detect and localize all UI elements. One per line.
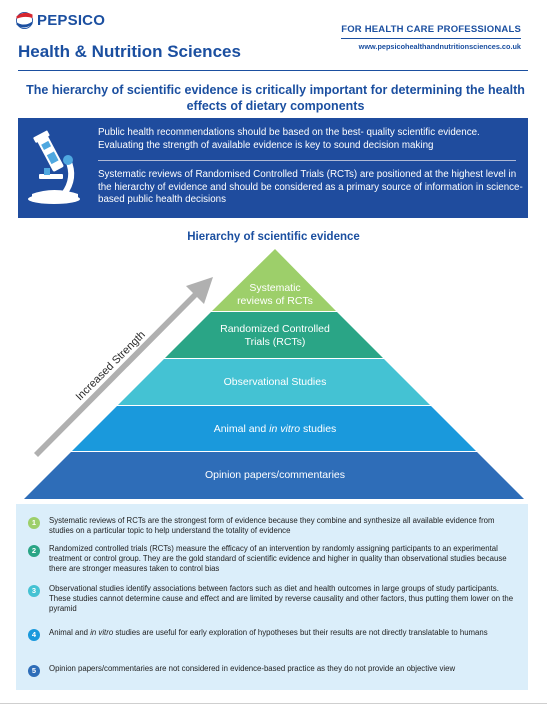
hcp-url-link[interactable]: www.pepsicohealthandnutritionsciences.co… <box>358 42 521 51</box>
legend-number-badge: 2 <box>28 545 40 557</box>
info-divider <box>98 160 516 161</box>
level-observational <box>118 359 430 405</box>
legend-text: Randomized controlled trials (RCTs) meas… <box>49 544 507 574</box>
legend-number-badge: 5 <box>28 665 40 677</box>
level-5-label: Opinion papers/commentaries <box>205 469 345 481</box>
header-divider <box>18 70 528 71</box>
page-subtitle: Health & Nutrition Sciences <box>18 42 241 61</box>
chart-title: Hierarchy of scientific evidence <box>187 231 360 243</box>
level-2-label-line1: Randomized Controlled <box>220 323 330 335</box>
brand-logo: PEPSICO <box>16 12 105 29</box>
level-1-label-line2: reviews of RCTs <box>237 295 313 307</box>
legend-text: Observational studies identify associati… <box>49 584 514 614</box>
legend-item: 5 Opinion papers/commentaries are not co… <box>28 664 519 677</box>
legend-item: 3 Observational studies identify associa… <box>28 584 519 615</box>
headline: The hierarchy of scientific evidence is … <box>26 83 525 113</box>
footer-divider <box>0 703 547 704</box>
level-4-label: Animal and in vitro studies <box>214 423 337 435</box>
level-systematic-reviews <box>212 249 336 311</box>
level-animal-in-vitro <box>72 406 476 451</box>
legend-text: Opinion papers/commentaries are not cons… <box>49 664 456 673</box>
strength-arrow <box>34 277 213 457</box>
evidence-pyramid: Increased Strength Systematic reviews of… <box>24 249 524 499</box>
level-1-label-line1: Systematic <box>249 282 300 294</box>
legend-box: 1 Systematic reviews of RCTs are the str… <box>16 504 528 690</box>
hcp-block: FOR HEALTH CARE PROFESSIONALS www.pepsic… <box>341 24 521 51</box>
info-paragraph-1: Public health recommendations should be … <box>98 127 480 151</box>
legend-text: Animal and in vitro studies are useful f… <box>49 628 488 637</box>
legend-number-badge: 1 <box>28 517 40 529</box>
level-opinion <box>24 452 524 499</box>
info-box: Public health recommendations should be … <box>18 118 528 218</box>
hcp-title: FOR HEALTH CARE PROFESSIONALS <box>341 24 521 39</box>
brand-name: PEPSICO <box>37 12 106 29</box>
microscope-icon <box>28 130 80 204</box>
legend-item: 1 Systematic reviews of RCTs are the str… <box>28 516 519 536</box>
legend-item: 4 Animal and in vitro studies are useful… <box>28 628 519 641</box>
level-rcts <box>165 312 383 358</box>
legend-number-badge: 3 <box>28 585 40 597</box>
level-2-label-line2: Trials (RCTs) <box>245 336 306 348</box>
legend-item: 2 Randomized controlled trials (RCTs) me… <box>28 544 519 575</box>
level-3-label: Observational Studies <box>224 376 327 388</box>
pepsi-globe-icon <box>16 12 33 29</box>
legend-number-badge: 4 <box>28 629 40 641</box>
legend-text: Systematic reviews of RCTs are the stron… <box>49 516 495 536</box>
info-paragraph-2: Systematic reviews of Randomised Control… <box>98 169 523 205</box>
